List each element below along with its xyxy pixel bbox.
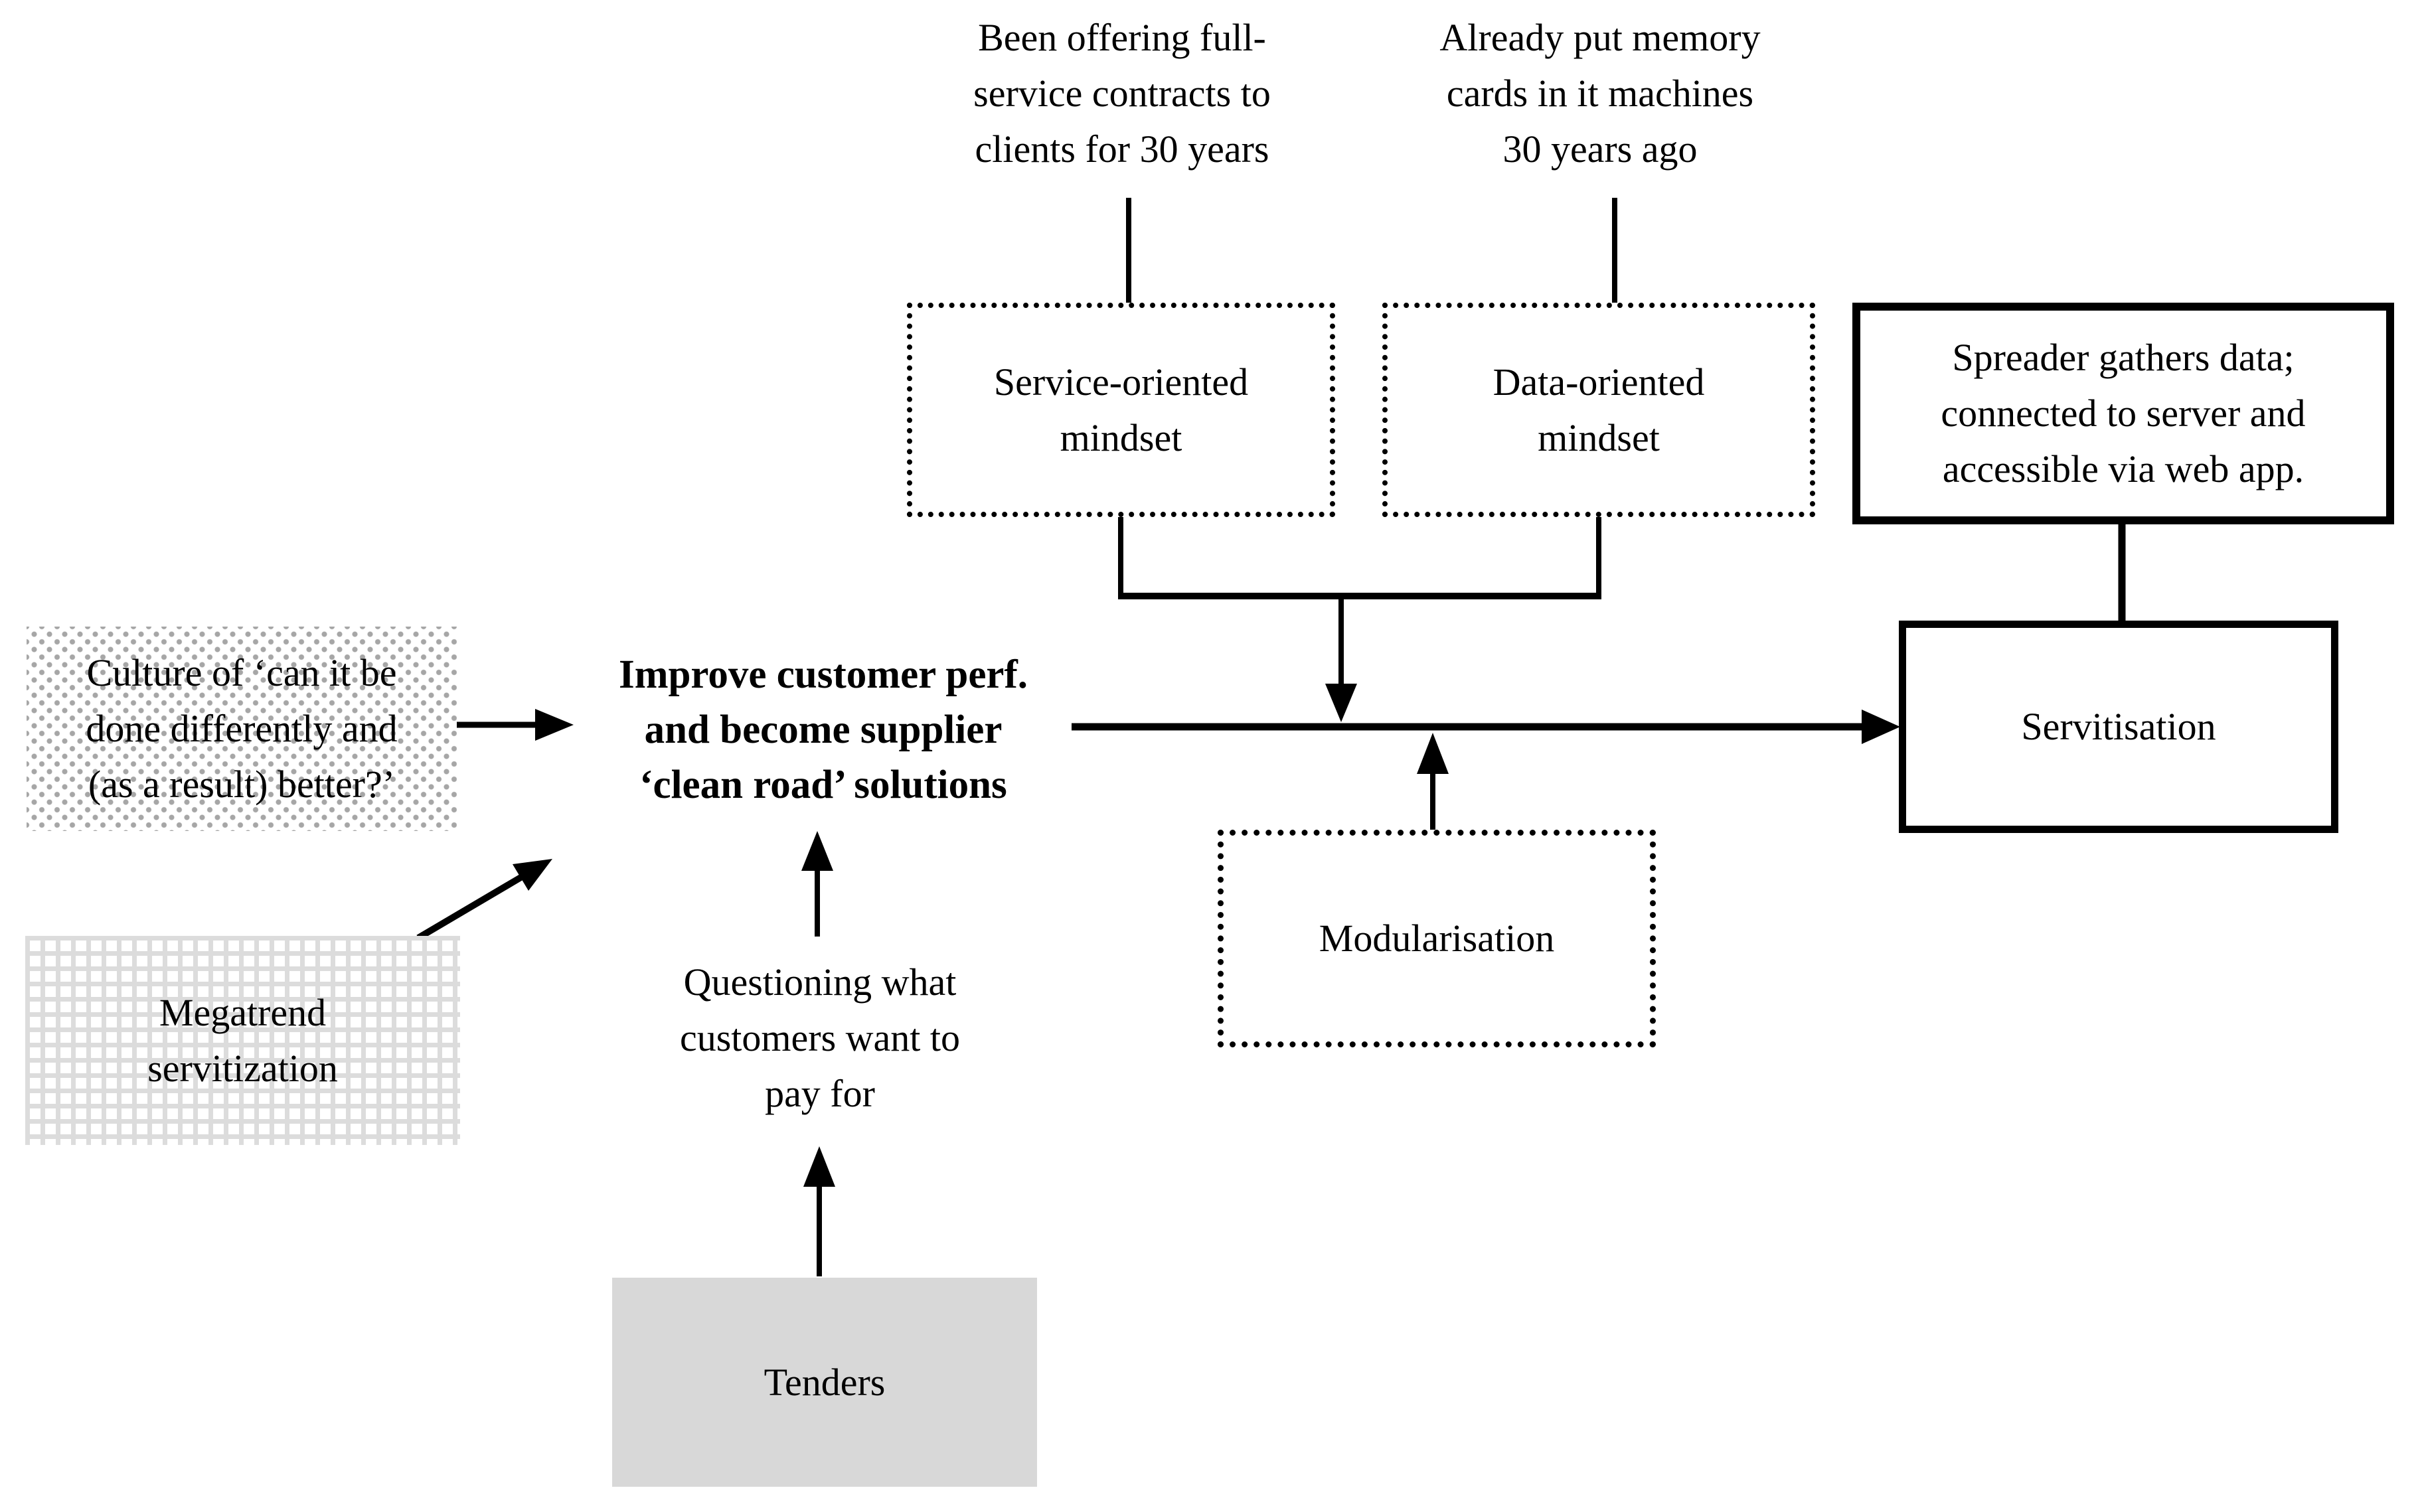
megatrend-servitization-box: Megatrend servitization xyxy=(25,936,460,1145)
service-oriented-mindset-box: Service-oriented mindset xyxy=(907,303,1335,517)
tenders-box: Tenders xyxy=(612,1278,1037,1487)
note-full-service-contracts: Been offering full- service contracts to… xyxy=(973,16,1271,171)
spreader-gathers-data-box: Spreader gathers data; connected to serv… xyxy=(1852,303,2394,524)
arrow-modularisation-up-head xyxy=(1417,733,1449,774)
arrow-questioning-to-improve-head xyxy=(801,831,833,871)
data-oriented-mindset-box: Data-oriented mindset xyxy=(1382,303,1815,517)
arrow-megatrend-to-improve-head xyxy=(513,859,552,891)
note-memory-cards: Already put memory cards in it machines … xyxy=(1439,16,1761,171)
servitisation-box: Servitisation xyxy=(1899,621,2338,833)
arrow-improve-to-servitisation-head xyxy=(1862,710,1900,744)
modularisation-box: Modularisation xyxy=(1218,830,1656,1047)
arrow-megatrend-to-improve-shaft xyxy=(416,873,524,941)
arrow-tenders-to-questioning-head xyxy=(803,1146,835,1187)
culture-box: Culture of ‘can it be done differently a… xyxy=(27,627,457,831)
improve-customer-perf-text: Improve customer perf. and become suppli… xyxy=(618,652,1028,807)
arrow-mindsets-to-mainline-head xyxy=(1325,684,1357,722)
questioning-customers-text: Questioning what customers want to pay f… xyxy=(679,960,961,1115)
